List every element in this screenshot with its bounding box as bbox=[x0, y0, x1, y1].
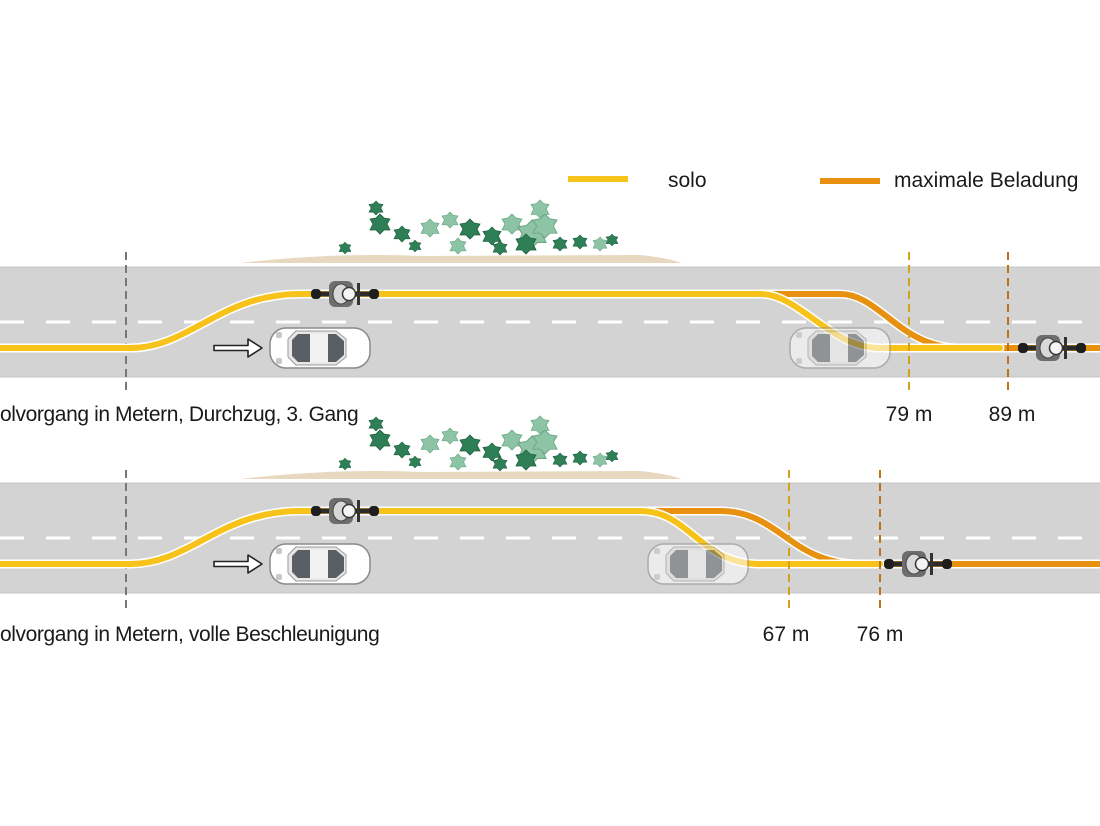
tree-icon bbox=[338, 457, 352, 471]
tree-icon bbox=[420, 434, 440, 454]
tree-icon bbox=[572, 450, 588, 466]
tree-icon bbox=[592, 236, 608, 252]
embankment-shape bbox=[232, 255, 684, 264]
road-2 bbox=[0, 479, 1100, 597]
tree-icon bbox=[552, 236, 568, 252]
embankment-2 bbox=[232, 415, 684, 480]
tree-icon bbox=[492, 456, 508, 472]
legend-solo-label: solo bbox=[668, 169, 707, 192]
tree-icon bbox=[441, 427, 459, 445]
tree-icon bbox=[501, 213, 523, 235]
distance-loaded-1: 89 m bbox=[989, 403, 1036, 426]
tree-icon bbox=[449, 453, 467, 471]
tree-icon bbox=[592, 452, 608, 468]
tree-icon bbox=[482, 442, 502, 462]
car-icon bbox=[269, 543, 371, 585]
legend-loaded-label: maximale Beladung bbox=[894, 169, 1078, 192]
road-surface bbox=[0, 267, 1100, 377]
tree-icon bbox=[420, 218, 440, 238]
panel-durchzug: olvorgang in Metern, Durchzug, 3. Gang 7… bbox=[0, 199, 1100, 426]
legend: solo maximale Beladung bbox=[568, 169, 1078, 192]
embankment-shape bbox=[232, 471, 684, 480]
tree-icon bbox=[408, 455, 422, 469]
distance-loaded-2: 76 m bbox=[857, 623, 904, 646]
car-icon-ghost bbox=[647, 543, 749, 585]
tree-icon bbox=[572, 234, 588, 250]
tree-icon bbox=[369, 213, 391, 235]
road-1 bbox=[0, 263, 1100, 381]
tree-icon bbox=[368, 416, 384, 432]
tree-icon bbox=[459, 218, 481, 240]
car-icon-ghost bbox=[789, 327, 891, 369]
distance-solo-1: 79 m bbox=[886, 403, 933, 426]
car-icon bbox=[269, 327, 371, 369]
tree-icon bbox=[605, 449, 619, 463]
tree-icon bbox=[408, 239, 422, 253]
panel-caption-1: olvorgang in Metern, Durchzug, 3. Gang bbox=[0, 403, 358, 426]
panel-beschleunigung: olvorgang in Metern, volle Beschleunigun… bbox=[0, 415, 1100, 646]
tree-icon bbox=[368, 200, 384, 216]
tree-icon bbox=[449, 237, 467, 255]
tree-icon bbox=[338, 241, 352, 255]
tree-icon bbox=[369, 429, 391, 451]
tree-icon bbox=[393, 441, 411, 459]
tree-icon bbox=[501, 429, 523, 451]
distance-solo-2: 67 m bbox=[763, 623, 810, 646]
tree-icon bbox=[459, 434, 481, 456]
tree-icon bbox=[393, 225, 411, 243]
tree-icon bbox=[492, 240, 508, 256]
embankment-1 bbox=[232, 199, 684, 264]
tree-icon bbox=[605, 233, 619, 247]
panel-caption-2: olvorgang in Metern, volle Beschleunigun… bbox=[0, 623, 379, 646]
tree-icon bbox=[482, 226, 502, 246]
tree-icon bbox=[552, 452, 568, 468]
tree-icon bbox=[441, 211, 459, 229]
